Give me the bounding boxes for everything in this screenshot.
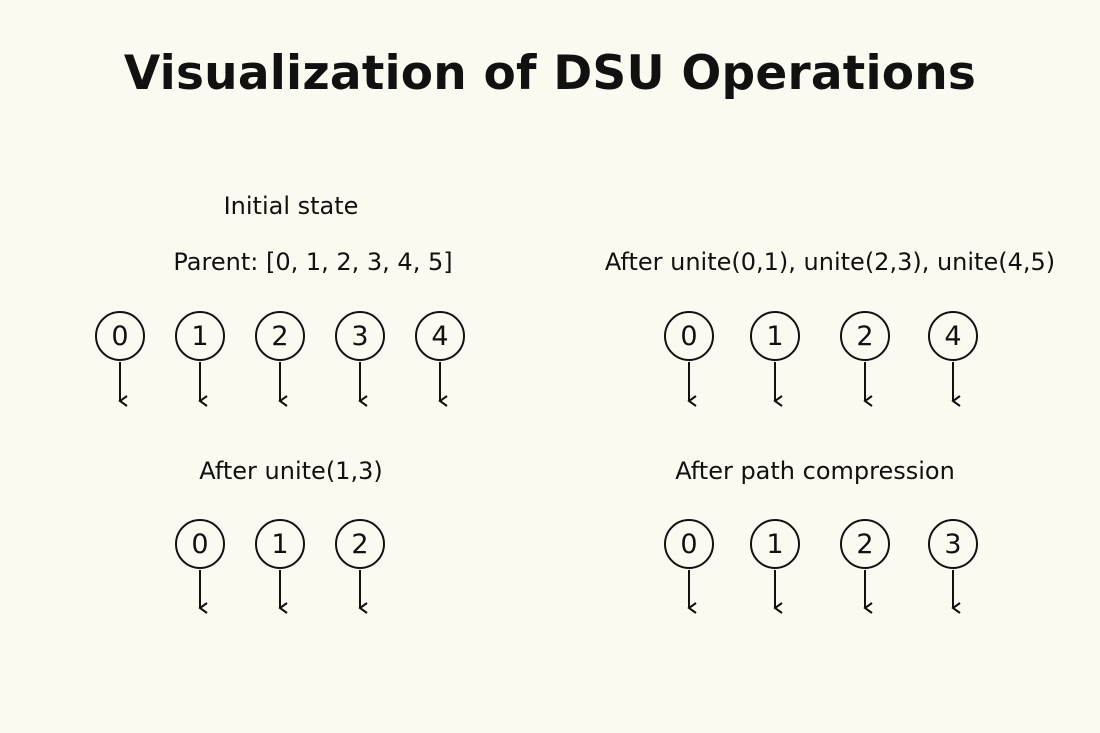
page-title: Visualization of DSU Operations [123, 46, 977, 101]
dsu-node: 3 [928, 519, 978, 569]
panel-heading-after-path-compression: After path compression [675, 457, 955, 485]
panel-heading-after-unite-1-3: After unite(1,3) [199, 457, 383, 485]
dsu-node: 0 [664, 519, 714, 569]
dsu-node: 0 [175, 519, 225, 569]
dsu-node: 3 [335, 311, 385, 361]
dsu-node: 2 [335, 519, 385, 569]
dsu-node: 4 [928, 311, 978, 361]
dsu-node: 1 [175, 311, 225, 361]
dsu-node: 0 [664, 311, 714, 361]
dsu-node: 2 [255, 311, 305, 361]
dsu-node: 4 [415, 311, 465, 361]
dsu-node: 2 [840, 519, 890, 569]
panel-subheading-initial: Parent: [0, 1, 2, 3, 4, 5] [173, 248, 453, 276]
dsu-node: 1 [255, 519, 305, 569]
dsu-node: 0 [95, 311, 145, 361]
dsu-node: 2 [840, 311, 890, 361]
panel-heading-after-unite-pairs: After unite(0,1), unite(2,3), unite(4,5) [604, 248, 1056, 276]
panel-heading-initial: Initial state [223, 192, 359, 220]
dsu-node: 1 [750, 519, 800, 569]
dsu-node: 1 [750, 311, 800, 361]
